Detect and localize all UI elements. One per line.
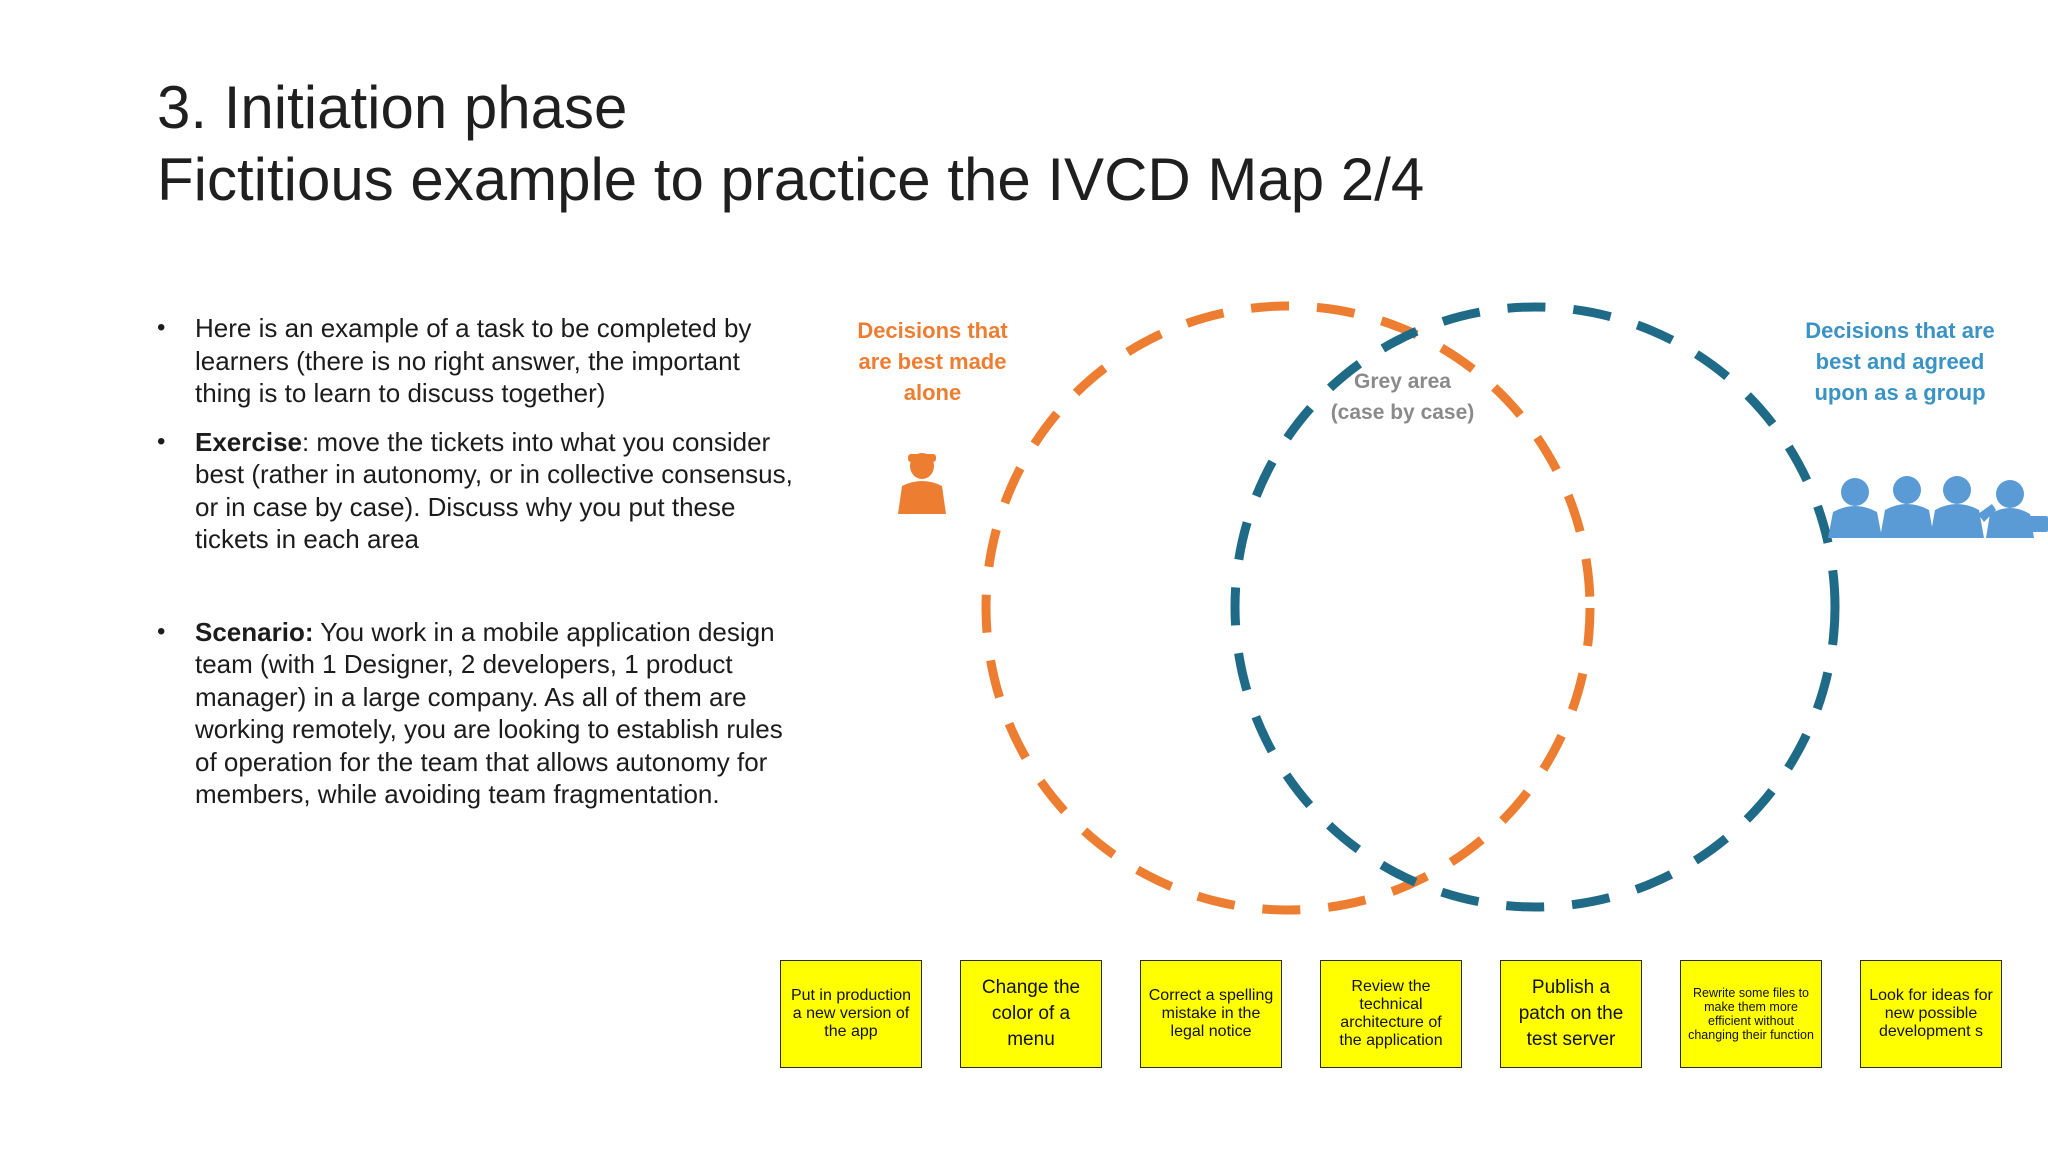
label-decisions-alone: Decisions that are best made alone <box>857 318 1008 405</box>
bullet-intro: Here is an example of a task to be compl… <box>157 312 797 410</box>
group-person-4 <box>1986 480 2048 538</box>
group-person-1 <box>1828 478 1882 538</box>
title-line-1: 3. Initiation phase <box>157 74 628 141</box>
label-decisions-group: Decisions that are best and agreed upon … <box>1805 318 1995 405</box>
ticket-change-menu-color[interactable]: Change the color of a menu <box>960 960 1102 1068</box>
ticket-look-for-ideas[interactable]: Look for ideas for new possible developm… <box>1860 960 2002 1068</box>
ticket-review-architecture[interactable]: Review the technical architecture of the… <box>1320 960 1462 1068</box>
group-of-people-icon <box>1828 476 2048 538</box>
bullet-scenario-text: You work in a mobile application design … <box>195 616 783 810</box>
circle-alone <box>981 301 1595 915</box>
group-person-2 <box>1880 476 1934 538</box>
bullet-scenario-bold: Scenario: <box>195 616 314 647</box>
person-icon <box>898 453 946 514</box>
ticket-publish-patch[interactable]: Publish a patch on the test server <box>1500 960 1642 1068</box>
title-line-2: Fictitious example to practice the IVCD … <box>157 146 1425 213</box>
ticket-put-in-production[interactable]: Put in production a new version of the a… <box>780 960 922 1068</box>
bullet-list: Here is an example of a task to be compl… <box>157 312 797 827</box>
ticket-rewrite-files[interactable]: Rewrite some files to make them more eff… <box>1680 960 1822 1068</box>
slide-title: 3. Initiation phase Fictitious example t… <box>157 72 1857 216</box>
bullet-exercise: Exercise: move the tickets into what you… <box>157 426 797 556</box>
bullet-exercise-bold: Exercise <box>195 426 302 457</box>
bullet-intro-text: Here is an example of a task to be compl… <box>195 313 752 408</box>
bullet-exercise-text: : move the tickets into what you conside… <box>195 426 793 555</box>
circle-group <box>1230 302 1840 912</box>
bullet-scenario: Scenario: You work in a mobile applicati… <box>157 616 797 811</box>
label-grey-area: Grey area (case by case) <box>1330 370 1475 424</box>
group-person-3 <box>1930 476 1996 538</box>
ticket-correct-spelling[interactable]: Correct a spelling mistake in the legal … <box>1140 960 1282 1068</box>
